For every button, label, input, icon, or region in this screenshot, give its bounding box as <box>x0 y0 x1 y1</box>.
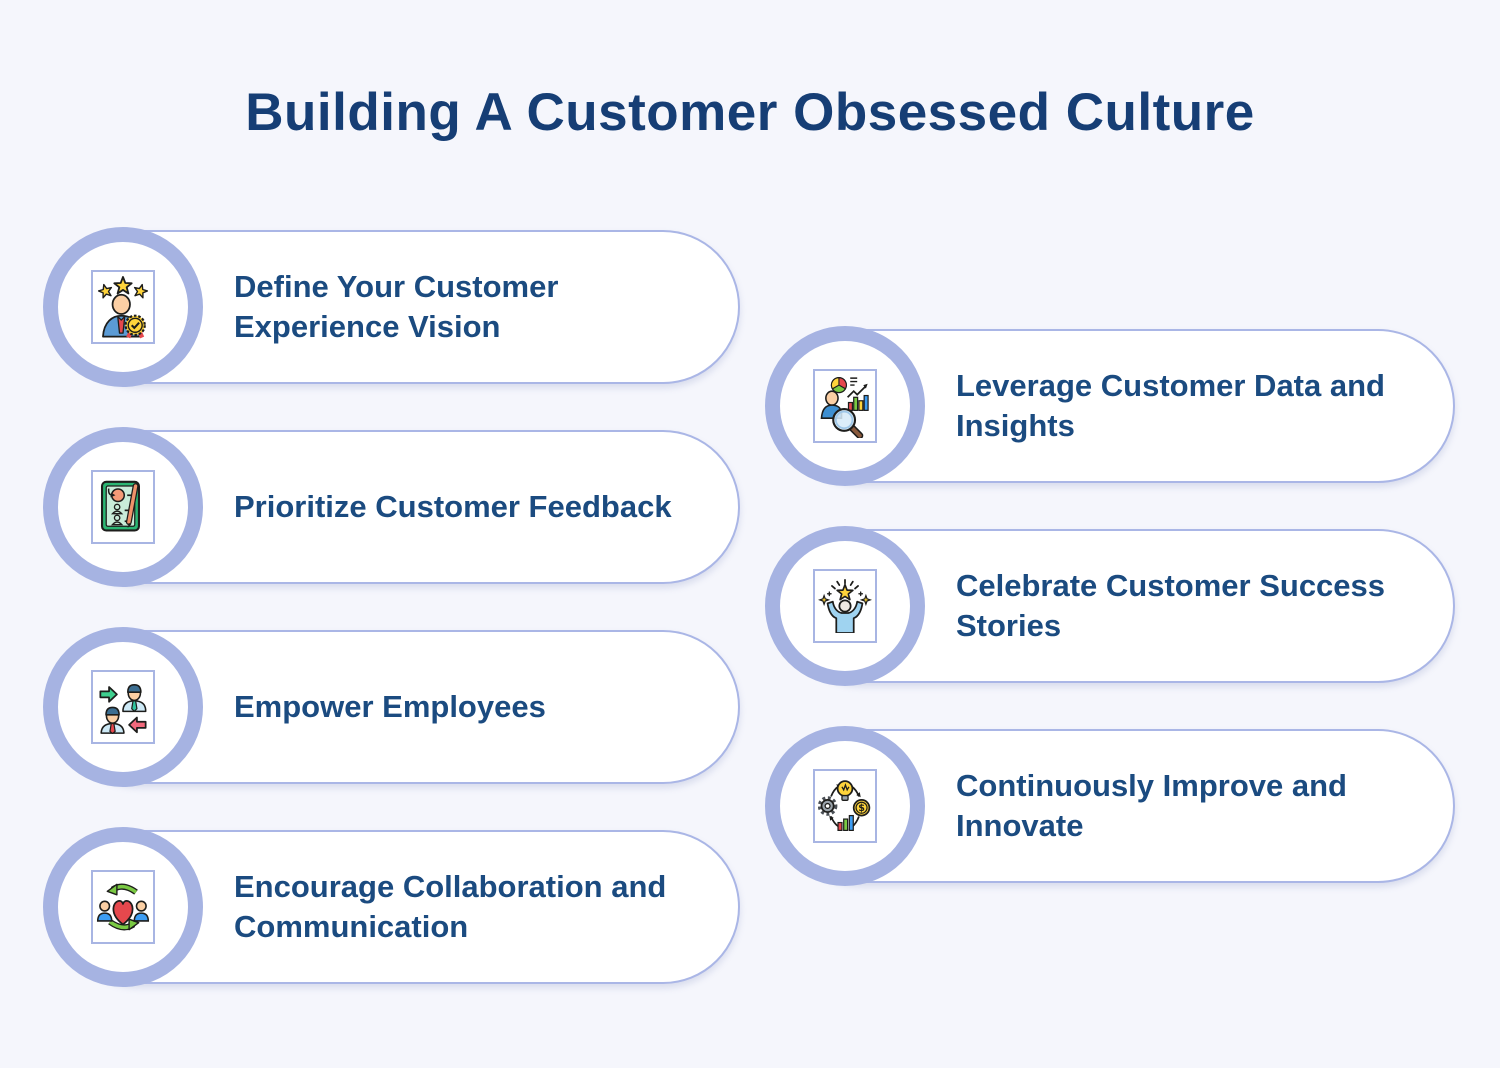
card-empower-employees: Empower Employees <box>43 627 740 787</box>
customer-data-insights-icon <box>813 369 877 443</box>
svg-text:$: $ <box>858 803 865 814</box>
card-label: Empower Employees <box>234 689 546 724</box>
card-circle <box>43 827 203 987</box>
card-circle <box>43 227 203 387</box>
card-circle <box>43 627 203 787</box>
card-label: Celebrate Customer Success Stories <box>956 568 1386 643</box>
card-celebrate-success: Celebrate Customer Success Stories <box>765 526 1455 686</box>
collaboration-communication-icon <box>91 870 155 944</box>
card-collaboration-communication: Encourage Collaboration and Communicatio… <box>43 827 740 987</box>
card-circle <box>765 526 925 686</box>
card-define-vision: Define Your Customer Experience Vision <box>43 227 740 387</box>
celebrate-success-icon <box>813 569 877 643</box>
card-circle <box>43 427 203 587</box>
card-improve-innovate: $ Continuously Improve and Innovate <box>765 726 1455 886</box>
customer-vision-icon <box>91 270 155 344</box>
customer-feedback-icon <box>91 470 155 544</box>
card-prioritize-feedback: Prioritize Customer Feedback <box>43 427 740 587</box>
card-label: Continuously Improve and Innovate <box>956 768 1347 843</box>
card-circle <box>765 326 925 486</box>
page-title: Building A Customer Obsessed Culture <box>245 83 1255 142</box>
card-circle: $ <box>765 726 925 886</box>
card-label: Encourage Collaboration and Communicatio… <box>234 869 667 944</box>
empower-employees-icon <box>91 670 155 744</box>
card-label: Define Your Customer Experience Vision <box>234 269 559 344</box>
card-data-insights: Leverage Customer Data and Insights <box>765 326 1455 486</box>
improve-innovate-icon: $ <box>813 769 877 843</box>
card-label: Leverage Customer Data and Insights <box>956 368 1385 443</box>
card-label: Prioritize Customer Feedback <box>234 489 672 524</box>
